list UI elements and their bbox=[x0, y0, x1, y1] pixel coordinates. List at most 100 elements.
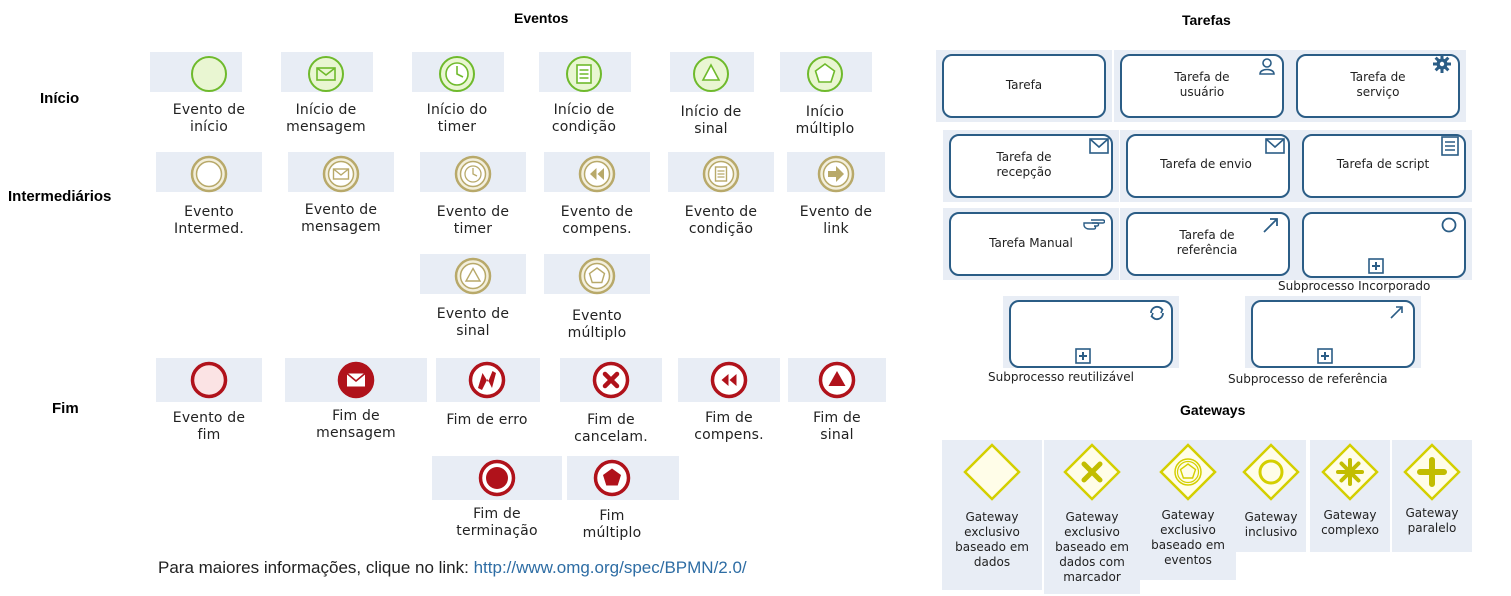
conditional-start-icon bbox=[566, 56, 602, 92]
gear-icon bbox=[1433, 55, 1451, 73]
timer-start-label: Início do timer bbox=[426, 102, 488, 135]
multiple-end-icon bbox=[593, 459, 631, 497]
row-label-start: Início bbox=[40, 90, 80, 107]
receive-task: Tarefa de recepção bbox=[943, 130, 1119, 202]
parallel-gateway-label: Gateway paralelo bbox=[1405, 506, 1459, 535]
script-icon bbox=[1441, 136, 1459, 156]
start-event-label: Evento de início bbox=[172, 102, 246, 135]
timer-start-icon bbox=[439, 56, 475, 92]
compensation-intermediate-label: Evento de compens. bbox=[560, 204, 634, 237]
arrow-icon bbox=[1263, 218, 1278, 233]
message-end-label: Fim de mensagem bbox=[316, 408, 396, 441]
user-task: Tarefa de usuário bbox=[1114, 50, 1290, 122]
conditional-intermediate-label: Evento de condição bbox=[684, 204, 758, 237]
events-heading: Eventos bbox=[514, 10, 569, 26]
reference-subprocess-label: Subprocesso de referência bbox=[1228, 372, 1388, 386]
error-end-label: Fim de erro bbox=[446, 412, 528, 428]
exclusive-marker-gateway-label: Gateway exclusivo baseado em dados com m… bbox=[1055, 510, 1129, 584]
signal-intermediate-label: Evento de sinal bbox=[436, 306, 510, 339]
start-event-icon bbox=[191, 56, 227, 92]
send-task-label: Tarefa de envio bbox=[1160, 157, 1252, 171]
link-intermediate-label: Evento de link bbox=[799, 204, 873, 237]
compensation-end-icon bbox=[710, 361, 748, 399]
script-task-label: Tarefa de script bbox=[1336, 157, 1430, 171]
row-label-end: Fim bbox=[52, 400, 79, 417]
arrow-icon bbox=[1390, 306, 1403, 319]
compensation-intermediate-icon bbox=[578, 155, 616, 193]
expand-marker-icon bbox=[1317, 348, 1333, 364]
link-intermediate-icon bbox=[817, 155, 855, 193]
user-icon bbox=[1259, 58, 1275, 75]
error-end-icon bbox=[468, 361, 506, 399]
timer-intermediate-label: Evento de timer bbox=[436, 204, 510, 237]
terminate-end-label: Fim de terminação bbox=[456, 506, 538, 539]
circle-icon bbox=[1441, 217, 1457, 233]
exclusive-gateway-label: Gateway exclusivo baseado em dados bbox=[955, 510, 1029, 569]
inclusive-gateway: Gateway inclusivo bbox=[1236, 440, 1306, 552]
complex-gateway: Gateway complexo bbox=[1310, 440, 1390, 552]
embedded-subprocess-label: Subprocesso Incorporado bbox=[1278, 279, 1431, 293]
multiple-end-label: Fim múltiplo bbox=[582, 508, 642, 541]
inclusive-gateway-label: Gateway inclusivo bbox=[1244, 510, 1298, 539]
message-start-icon bbox=[308, 56, 344, 92]
task: Tarefa bbox=[936, 50, 1112, 122]
end-event-icon bbox=[190, 361, 228, 399]
compensation-end-label: Fim de compens. bbox=[694, 410, 764, 443]
cancel-end-icon bbox=[592, 361, 630, 399]
event-based-gateway-label: Gateway exclusivo baseado em eventos bbox=[1151, 508, 1225, 567]
reusable-subprocess bbox=[1003, 296, 1179, 368]
exclusive-gateway: Gateway exclusivo baseado em dados bbox=[942, 440, 1042, 590]
gateways-heading: Gateways bbox=[1180, 402, 1246, 418]
exclusive-marker-gateway-icon bbox=[1063, 443, 1121, 501]
envelope-icon bbox=[1089, 138, 1109, 154]
message-intermediate-label: Evento de mensagem bbox=[301, 202, 381, 235]
loop-icon bbox=[1150, 305, 1164, 321]
expand-marker-icon bbox=[1368, 258, 1384, 274]
end-event-label: Evento de fim bbox=[172, 410, 246, 443]
intermediate-event-icon bbox=[190, 155, 228, 193]
embedded-subprocess bbox=[1296, 208, 1472, 280]
footer-label: Para maiores informações, clique no link… bbox=[158, 558, 474, 577]
reference-task-label: Tarefa de referência bbox=[1176, 228, 1238, 257]
service-task-label: Tarefa de serviço bbox=[1350, 70, 1406, 99]
reusable-subprocess-label: Subprocesso reutilizável bbox=[988, 370, 1134, 384]
receive-task-label: Tarefa de recepção bbox=[996, 150, 1052, 179]
script-task: Tarefa de script bbox=[1296, 130, 1472, 202]
user-task-label: Tarefa de usuário bbox=[1174, 70, 1230, 99]
conditional-start-label: Início de condição bbox=[551, 102, 617, 135]
row-label-intermediate: Intermediários bbox=[8, 188, 112, 205]
multiple-start-label: Início múltiplo bbox=[795, 104, 855, 137]
tasks-heading: Tarefas bbox=[1182, 12, 1231, 28]
task-label: Tarefa bbox=[1005, 78, 1043, 92]
multiple-intermediate-icon bbox=[578, 257, 616, 295]
envelope-filled-icon bbox=[1265, 138, 1285, 154]
conditional-intermediate-icon bbox=[702, 155, 740, 193]
exclusive-gateway-icon bbox=[963, 443, 1021, 501]
event-based-gateway: Gateway exclusivo baseado em eventos bbox=[1140, 440, 1236, 580]
footer-text: Para maiores informações, clique no link… bbox=[158, 558, 747, 578]
message-end-icon bbox=[337, 361, 375, 399]
reference-task: Tarefa de referência bbox=[1120, 208, 1296, 280]
message-intermediate-icon bbox=[322, 155, 360, 193]
event-based-gateway-icon bbox=[1159, 443, 1217, 501]
timer-intermediate-icon bbox=[454, 155, 492, 193]
signal-end-icon bbox=[818, 361, 856, 399]
multiple-start-icon bbox=[807, 56, 843, 92]
complex-gateway-icon bbox=[1321, 443, 1379, 501]
hand-icon bbox=[1083, 219, 1105, 230]
parallel-gateway: Gateway paralelo bbox=[1392, 440, 1472, 552]
bpmn-spec-link[interactable]: http://www.omg.org/spec/BPMN/2.0/ bbox=[473, 558, 747, 577]
expand-marker-icon bbox=[1075, 348, 1091, 364]
signal-start-label: Início de sinal bbox=[680, 104, 742, 137]
inclusive-gateway-icon bbox=[1242, 443, 1300, 501]
terminate-end-icon bbox=[478, 459, 516, 497]
manual-task-label: Tarefa Manual bbox=[989, 236, 1073, 250]
complex-gateway-label: Gateway complexo bbox=[1321, 508, 1379, 537]
signal-end-label: Fim de sinal bbox=[813, 410, 861, 443]
send-task: Tarefa de envio bbox=[1120, 130, 1296, 202]
multiple-intermediate-label: Evento múltiplo bbox=[567, 308, 627, 341]
reference-subprocess bbox=[1245, 296, 1421, 368]
signal-intermediate-icon bbox=[454, 257, 492, 295]
service-task: Tarefa de serviço bbox=[1290, 50, 1466, 122]
message-start-label: Início de mensagem bbox=[286, 102, 366, 135]
